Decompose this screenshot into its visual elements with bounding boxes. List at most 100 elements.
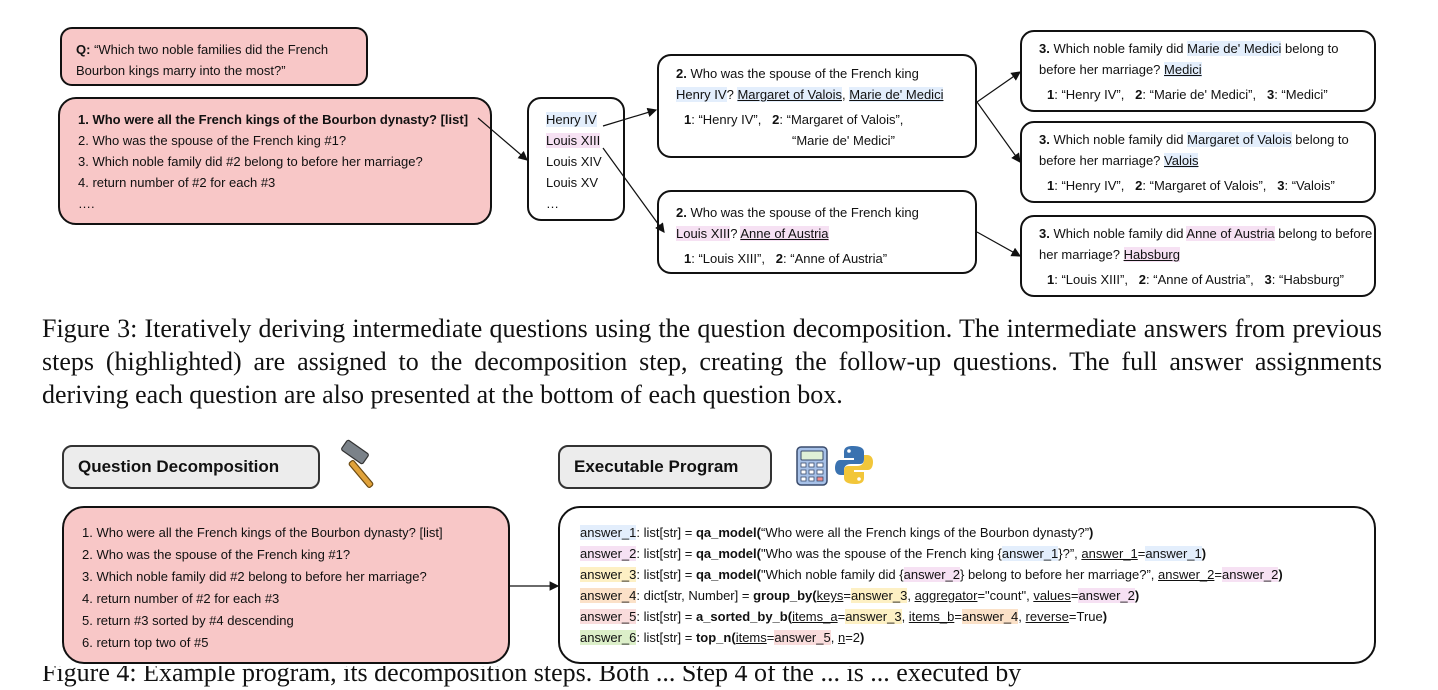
- fn-arg: }?”,: [1058, 546, 1082, 561]
- spouse-ref: Marie de' Medici: [1187, 41, 1282, 56]
- python-icon: [835, 446, 873, 484]
- question-text: Which noble family did: [1049, 132, 1184, 147]
- code-line-2: answer_2: list[str] = qa_model("Who was …: [580, 543, 1354, 564]
- step-number: 3.: [1039, 132, 1050, 147]
- king-ref: Louis XIII: [676, 226, 731, 241]
- decomp-step: 1. Who were all the French kings of the …: [82, 525, 443, 540]
- step-number: 3.: [1039, 226, 1050, 241]
- king-henry-iv: Henry IV: [546, 112, 597, 127]
- fn-arg: "Who was the spouse of the French king {: [760, 546, 1002, 561]
- kwarg-value: ="count",: [977, 588, 1034, 603]
- king-louis-xv: Louis XV: [546, 175, 599, 190]
- kings-list-box: Henry IV Louis XIII Louis XIV Louis XV …: [527, 97, 625, 221]
- code-line-3: answer_3: list[str] = qa_model("Which no…: [580, 564, 1354, 585]
- equals: =: [1214, 567, 1222, 582]
- kwarg: aggregator: [914, 588, 978, 603]
- decomp-step-4: 4. return number of #2 for each #3: [78, 175, 276, 190]
- var-answer-2: answer_2: [580, 546, 637, 561]
- q-text: “Which two noble families did the French…: [76, 42, 329, 78]
- assign-label: 1: [1047, 272, 1055, 287]
- kwarg: values: [1033, 588, 1071, 603]
- decomp-step: 6. return top two of #5: [82, 635, 209, 650]
- kwarg: keys: [816, 588, 844, 603]
- kwarg-value: =True: [1068, 609, 1103, 624]
- answer-valois: Valois: [1164, 153, 1199, 168]
- question-text: Who was the spouse of the French king: [686, 205, 919, 220]
- kwarg: items: [735, 630, 767, 645]
- decomp-step: 3. Which noble family did #2 belong to b…: [82, 569, 427, 584]
- fig4-decomposition-box: 1. Who were all the French kings of the …: [62, 506, 510, 664]
- var-answer-4: answer_4: [580, 588, 637, 603]
- type-annotation: : list[str] =: [636, 630, 696, 645]
- question-decomposition-title: Question Decomposition: [62, 445, 320, 489]
- kwarg: reverse: [1025, 609, 1069, 624]
- code-line-4: answer_4: dict[str, Number] = group_by(k…: [580, 588, 1140, 603]
- var-answer-3: answer_3: [580, 567, 637, 582]
- assign-value: : “Margaret of Valois”,: [1142, 178, 1267, 193]
- kings-ellipsis: …: [546, 196, 559, 211]
- decomp-step: 2. Who was the spouse of the French king…: [82, 547, 351, 562]
- answer-anne: Anne of Austria: [740, 226, 829, 241]
- ref-answer-2: answer_2: [1221, 567, 1279, 582]
- assign-label: 1: [1047, 87, 1055, 102]
- assign-label: 2: [1135, 87, 1143, 102]
- question-text: belong to before her marriage?: [1039, 41, 1339, 77]
- answer-marie: Marie de' Medici: [849, 87, 944, 102]
- assign-label: 3: [1277, 178, 1285, 193]
- assign-label: 1: [684, 112, 692, 127]
- assign-label: 1: [1047, 178, 1055, 193]
- assign-value: : “Henry IV”,: [1054, 87, 1125, 102]
- var-answer-5: answer_5: [580, 609, 637, 624]
- kwarg: answer_1: [1081, 546, 1138, 561]
- fn-name: qa_model(: [695, 546, 761, 561]
- question-text: Which noble family did: [1049, 226, 1184, 241]
- close-paren: ): [1278, 567, 1283, 582]
- type-annotation: : list[str] =: [636, 567, 696, 582]
- arrow-q2-to-valois: [976, 101, 1021, 163]
- var-answer-6: answer_6: [580, 630, 637, 645]
- type-annotation: : list[str] =: [636, 609, 696, 624]
- assign-value: : “Henry IV”,: [691, 112, 762, 127]
- type-annotation: : list[str] =: [636, 525, 696, 540]
- original-question-box: Q: “Which two noble families did the Fre…: [60, 27, 368, 86]
- step-number: 2.: [676, 205, 687, 220]
- step-number: 3.: [1039, 41, 1050, 56]
- ref-answer-2: answer_2: [1078, 588, 1135, 603]
- assign-label: 3: [1264, 272, 1272, 287]
- code-line-6: answer_6: list[str] = top_n(items=answer…: [580, 630, 865, 645]
- decomp-step-2: 2. Who was the spouse of the French king…: [78, 133, 347, 148]
- q2-louis-box: 2. Who was the spouse of the French king…: [657, 190, 977, 274]
- arrow-henry-to-q2: [602, 107, 658, 127]
- assign-label: 2: [1135, 178, 1143, 193]
- fn-arg: "Which noble family did {: [760, 567, 904, 582]
- answer-habsburg: Habsburg: [1123, 247, 1180, 262]
- question-text: Who was the spouse of the French king: [686, 66, 919, 81]
- fn-name: qa_model(: [695, 525, 761, 540]
- fn-arg: } belong to before her marriage?”,: [960, 567, 1159, 582]
- hammer-icon: [341, 439, 374, 488]
- q3-habsburg-box: 3. Which noble family did Anne of Austri…: [1020, 215, 1376, 297]
- decomposition-box: 1. Who were all the French kings of the …: [58, 97, 492, 225]
- assign-value: : “Medici”: [1274, 87, 1328, 102]
- ref-answer-2: answer_2: [903, 567, 960, 582]
- arrow-louis-to-q2: [602, 147, 665, 233]
- arrow-decomp-to-kings: [477, 117, 528, 161]
- assign-value: : “Marie de' Medici”,: [1142, 87, 1257, 102]
- assign-value: : “Anne of Austria”: [783, 251, 888, 266]
- spouse-ref: Anne of Austria: [1186, 226, 1275, 241]
- figure-3-caption: Figure 3: Iteratively deriving intermedi…: [42, 314, 1382, 409]
- ref-answer-3: answer_3: [850, 588, 908, 603]
- fn-name: group_by(: [753, 588, 817, 603]
- figure-4-caption: Figure 4: Example program, its decomposi…: [42, 666, 1022, 687]
- close-paren: ): [1089, 525, 1094, 540]
- code-line-1: answer_1: list[str] = qa_model(“Who were…: [580, 522, 1354, 543]
- program-box: answer_1: list[str] = qa_model(“Who were…: [558, 506, 1376, 664]
- q2-henry-box: 2. Who was the spouse of the French king…: [657, 54, 977, 158]
- q3-medici-box: 3. Which noble family did Marie de' Medi…: [1020, 30, 1376, 112]
- equals: =: [1137, 546, 1146, 561]
- fn-arg: “Who were all the French kings of the Bo…: [760, 525, 1090, 540]
- step-number: 2.: [676, 66, 687, 81]
- question-text: belong to before her marriage?: [1039, 132, 1349, 168]
- assign-value: : “Margaret of Valois”,: [779, 112, 904, 127]
- question-mark: ?: [730, 226, 738, 241]
